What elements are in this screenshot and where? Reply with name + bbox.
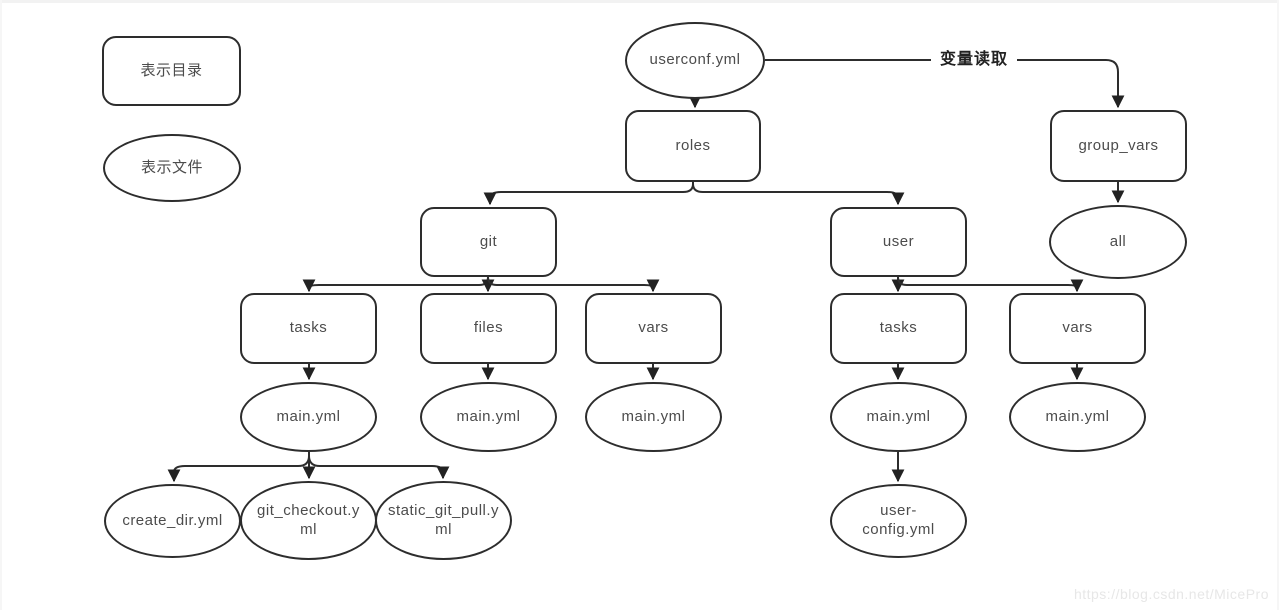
watermark-url: https://blog.csdn.net/MicePro [1073, 586, 1269, 602]
node-git: git [420, 207, 557, 277]
node-user: user [830, 207, 967, 277]
legend-directory-label: 表示目录 [140, 61, 203, 79]
page-right-border [1277, 0, 1279, 610]
node-user-tasks-main-yml: main.yml [830, 382, 967, 452]
page-top-border [0, 0, 1279, 3]
node-git-checkout-yml: git_checkout.yml [240, 481, 377, 560]
edge-label-groupvars [1017, 59, 1125, 109]
node-group-vars: group_vars [1050, 110, 1187, 182]
edge-label-variable-read: 变量读取 [931, 49, 1017, 71]
node-git-vars: vars [585, 293, 722, 364]
node-user-tasks: tasks [830, 293, 967, 364]
legend-file-shape: 表示文件 [103, 134, 241, 202]
edge-main-createdir [167, 452, 310, 483]
node-git-tasks-main-yml: main.yml [240, 382, 377, 452]
legend-file-label: 表示文件 [140, 158, 203, 176]
node-all: all [1049, 205, 1187, 279]
edge-roles-user [692, 182, 905, 206]
page-left-border [0, 0, 2, 610]
node-userconf-yml: userconf.yml [625, 22, 765, 99]
edge-git-vars [487, 276, 660, 293]
edge-git-tasks [302, 276, 489, 293]
node-user-vars-main-yml: main.yml [1009, 382, 1146, 452]
legend-directory-shape: 表示目录 [102, 36, 241, 106]
node-git-files: files [420, 293, 557, 364]
node-user-vars: vars [1009, 293, 1146, 364]
node-git-vars-main-yml: main.yml [585, 382, 722, 452]
node-git-tasks: tasks [240, 293, 377, 364]
edge-user-vars [897, 276, 1084, 293]
edge-main-staticgitpull [308, 452, 450, 480]
node-roles: roles [625, 110, 761, 182]
node-static-git-pull-yml: static_git_pull.yml [375, 481, 512, 560]
node-create-dir-yml: create_dir.yml [104, 484, 241, 558]
node-git-files-main-yml: main.yml [420, 382, 557, 452]
node-user-config-yml: user-config.yml [830, 484, 967, 558]
edge-roles-git [483, 182, 694, 206]
